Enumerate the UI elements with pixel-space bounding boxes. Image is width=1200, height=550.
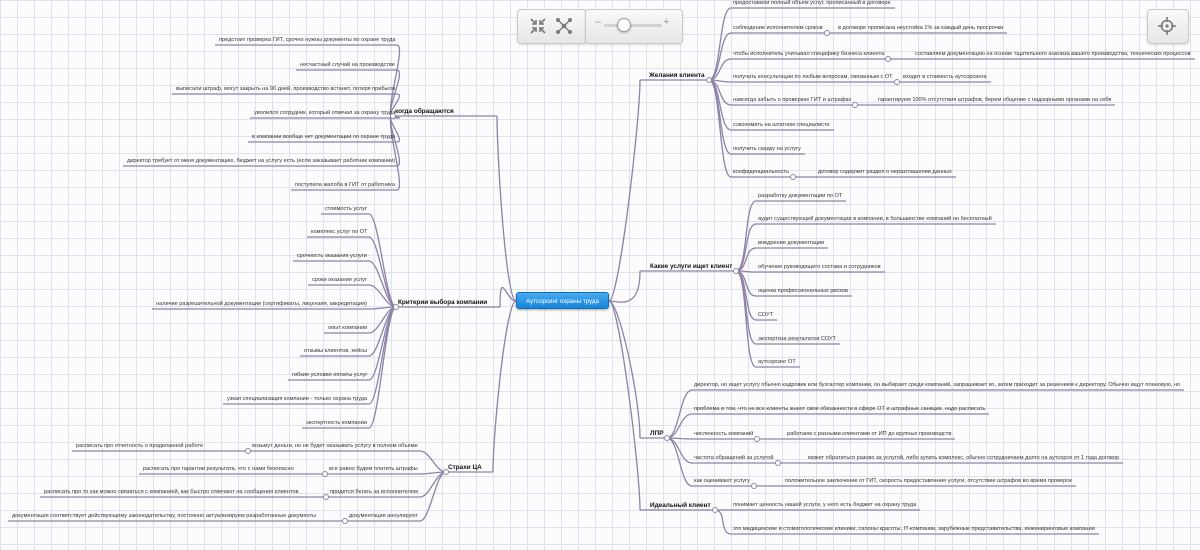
branch-1-item-7[interactable]: поступила жалоба в ГИТ от работника bbox=[295, 182, 395, 188]
view-toolbar bbox=[517, 9, 587, 44]
expand-toggle[interactable] bbox=[751, 483, 757, 489]
branch-4-item-7[interactable]: получить скидку на услугу bbox=[733, 146, 801, 152]
branch-2-item-7[interactable]: отзывы клиентов, кейсы bbox=[304, 348, 368, 354]
expand-toggle[interactable] bbox=[443, 469, 449, 475]
zoom-slider-thumb[interactable] bbox=[617, 18, 632, 32]
root-node[interactable]: Аутсорсинг охраны труда bbox=[516, 292, 609, 309]
branch-4-item-8-detail[interactable]: договор содержит раздел о неразглашении … bbox=[818, 169, 952, 175]
branch-6-item-4-detail[interactable]: может обратиться разово за услугой, либо… bbox=[808, 455, 1120, 461]
branch-4-item-3-detail[interactable]: составляем документацию на основе тщател… bbox=[915, 51, 1191, 57]
branch-1-item-6[interactable]: директор требует от меня документацию, б… bbox=[127, 158, 396, 164]
branch-2-item-3[interactable]: срочность оказания услуги bbox=[297, 253, 367, 259]
branch-7-item-2[interactable]: это медицинские и стоматологические клин… bbox=[733, 526, 1095, 532]
branch-5-title[interactable]: Какие услуги ищет клиент bbox=[650, 263, 733, 270]
branch-2-title[interactable]: Критерии выбора компании bbox=[398, 299, 488, 306]
branch-4-item-8[interactable]: конфиденциальность bbox=[733, 169, 789, 175]
expand-toggle[interactable] bbox=[393, 304, 399, 310]
branch-5-item-6[interactable]: СОУТ bbox=[758, 312, 774, 318]
branch-3-item-1-detail[interactable]: расписать про отчетность о проделанной р… bbox=[76, 443, 204, 449]
branch-6-item-3[interactable]: численность компаний bbox=[694, 431, 754, 437]
expand-toggle[interactable] bbox=[775, 460, 781, 466]
branch-4-item-4-detail[interactable]: входит в стоимость аутсорсинга bbox=[903, 74, 987, 80]
expand-toggle[interactable] bbox=[712, 507, 718, 513]
expand-toggle[interactable] bbox=[754, 436, 760, 442]
branch-1-item-4[interactable]: уволился сотрудник, который отвечал за о… bbox=[254, 110, 396, 116]
branch-7-title[interactable]: Идеальный клиент bbox=[650, 502, 711, 509]
center-target-icon[interactable] bbox=[1156, 15, 1178, 37]
layout-network-icon[interactable] bbox=[553, 15, 575, 37]
branch-1-item-5[interactable]: в компании вообще нет документации по ох… bbox=[252, 134, 396, 140]
zoom-panel bbox=[585, 9, 683, 44]
branch-3-item-4-detail[interactable]: документация соответствует действующему … bbox=[12, 513, 317, 519]
zoom-in-button[interactable]: + bbox=[663, 16, 670, 28]
branch-4-item-2-detail[interactable]: в договоре прописана неустойка 1% за каж… bbox=[838, 25, 1004, 31]
branch-6-item-2[interactable]: проблема в том, что не все клиенты знают… bbox=[694, 406, 986, 412]
expand-toggle[interactable] bbox=[322, 471, 328, 477]
branch-1-title[interactable]: когда обращаются bbox=[395, 108, 454, 115]
expand-toggle[interactable] bbox=[894, 79, 900, 85]
branch-6-item-1[interactable]: директор, но ищет услугу обычно кадровик… bbox=[694, 382, 1181, 388]
expand-toggle[interactable] bbox=[790, 174, 796, 180]
branch-4-item-5[interactable]: навсегда забыть о проверках ГИТ и штрафа… bbox=[733, 97, 852, 103]
branch-5-item-3[interactable]: внедрение документации bbox=[758, 240, 825, 246]
branch-2-item-8[interactable]: гибкие условия оплаты услуг bbox=[292, 372, 368, 378]
collapse-icon[interactable] bbox=[527, 15, 549, 37]
branch-5-item-1[interactable]: разработку документации по ОТ bbox=[758, 193, 843, 199]
branch-6-title[interactable]: ЛПР bbox=[650, 430, 664, 437]
branch-2-item-6[interactable]: опыт компании bbox=[328, 325, 368, 331]
branch-5-item-2[interactable]: аудит существующей документации в компан… bbox=[758, 216, 992, 222]
expand-toggle[interactable] bbox=[824, 30, 830, 36]
branch-4-item-6[interactable]: сэкономить на штатном специалисте bbox=[733, 122, 830, 128]
branch-3-item-4[interactable]: документация аннулируют bbox=[349, 513, 419, 519]
expand-toggle[interactable] bbox=[342, 518, 348, 524]
branch-3-item-1[interactable]: возьмут деньги, но не будет оказывать ус… bbox=[252, 443, 418, 449]
branch-2-item-9[interactable]: узкая специализация компании - только ох… bbox=[227, 396, 368, 402]
branch-2-item-4[interactable]: сроки оказания услуг bbox=[312, 277, 367, 283]
branch-2-item-5[interactable]: наличие разрешительной документации (сер… bbox=[156, 301, 367, 307]
branch-2-item-2[interactable]: комплекс услуг по ОТ bbox=[311, 229, 368, 235]
expand-toggle[interactable] bbox=[706, 77, 712, 83]
branch-1-item-3[interactable]: выписали штраф, могут закрыть на 90 дней… bbox=[176, 86, 395, 92]
branch-6-item-4[interactable]: частота обращений за услугой bbox=[694, 455, 774, 461]
branch-3-item-3[interactable]: придется бегать за исполнителем bbox=[330, 489, 418, 495]
branch-1-item-2[interactable]: несчастный случай на производстве bbox=[300, 62, 395, 68]
expand-toggle[interactable] bbox=[664, 435, 670, 441]
zoom-slider-track[interactable] bbox=[604, 24, 662, 27]
zoom-out-button[interactable]: – bbox=[595, 16, 602, 28]
branch-4-item-1[interactable]: предоставили полный объем услуг, прописа… bbox=[733, 0, 891, 6]
branch-2-item-10[interactable]: экспертность компании bbox=[306, 420, 367, 426]
expand-toggle[interactable] bbox=[852, 102, 858, 108]
branch-3-title[interactable]: Страхи ЦА bbox=[448, 464, 482, 471]
branch-1-item-1[interactable]: предстоит проверка ГИТ, срочно нужны док… bbox=[219, 37, 396, 43]
branch-4-item-3[interactable]: чтобы исполнитель учитывал специфику биз… bbox=[733, 51, 885, 57]
branch-6-item-5[interactable]: как оценивают услугу bbox=[694, 478, 750, 484]
expand-toggle[interactable] bbox=[323, 494, 329, 500]
branch-2-item-1[interactable]: стоимость услуг bbox=[325, 206, 367, 212]
branch-5-item-7[interactable]: экспертиза результатов СОУТ bbox=[758, 336, 836, 342]
expand-toggle[interactable] bbox=[245, 448, 251, 454]
branch-5-item-4[interactable]: обучение руководящего состава и сотрудни… bbox=[758, 264, 881, 270]
branch-4-item-2[interactable]: соблюдение исполнителем сроков bbox=[733, 25, 823, 31]
expand-toggle[interactable] bbox=[390, 113, 396, 119]
branch-6-item-3-detail[interactable]: работаем с разными клиентами от ИП до кр… bbox=[787, 431, 952, 437]
branch-3-item-3-detail[interactable]: расписать про то как можно связаться с к… bbox=[44, 489, 299, 495]
branch-4-item-4[interactable]: получать консультации по любым вопросам,… bbox=[733, 74, 893, 80]
branch-4-item-5-detail[interactable]: гарантируем 100% отсутствия штрафов, бер… bbox=[878, 97, 1112, 103]
branch-6-item-5-detail[interactable]: положительное заключение от ГИТ, скорост… bbox=[785, 478, 1072, 484]
branch-3-item-2[interactable]: все равно будем платить штрафы bbox=[329, 466, 418, 472]
expand-toggle[interactable] bbox=[733, 268, 739, 274]
branch-4-title[interactable]: Желания клиента bbox=[649, 72, 705, 79]
expand-toggle[interactable] bbox=[885, 56, 891, 62]
branch-5-item-5[interactable]: оценка профессиональных рисков bbox=[758, 288, 848, 294]
branch-3-item-2-detail[interactable]: расписать про гарантии результата, что с… bbox=[143, 466, 294, 472]
branch-7-item-1[interactable]: понимает ценность нашей услуги, у него е… bbox=[733, 502, 917, 508]
branch-5-item-8[interactable]: аутсорсинг ОТ bbox=[758, 359, 796, 365]
